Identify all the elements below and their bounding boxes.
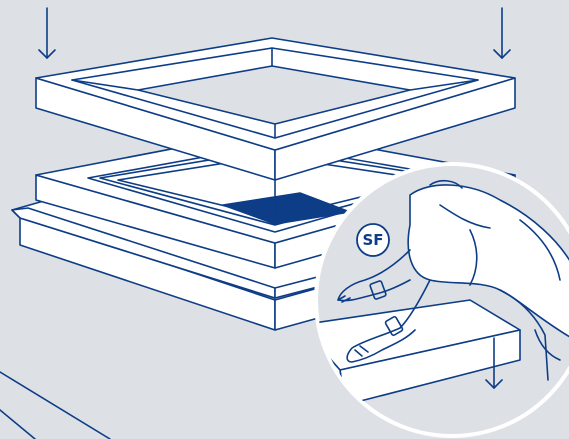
upper-frame bbox=[36, 38, 515, 180]
down-arrow-icon bbox=[39, 8, 55, 58]
floor-edge-lines bbox=[0, 372, 110, 439]
sf-badge bbox=[357, 224, 389, 256]
down-arrow-icon bbox=[494, 8, 510, 58]
